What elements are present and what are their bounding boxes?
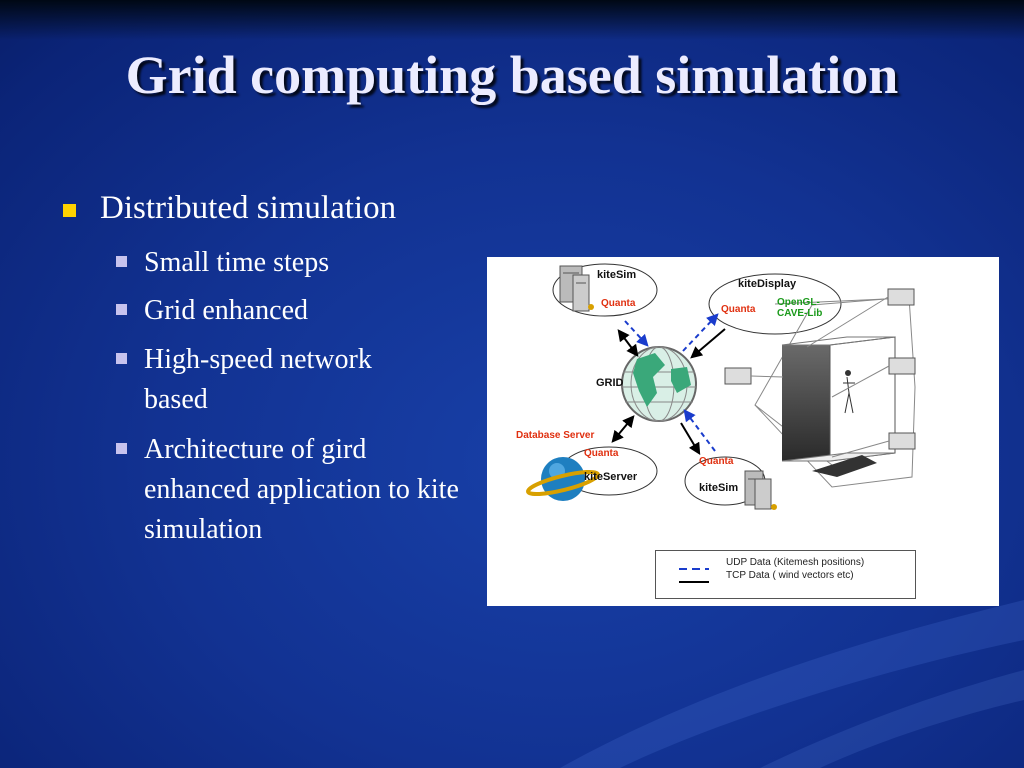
sub-bullet: High-speed network based — [116, 340, 436, 420]
bullet-distributed-simulation: Distributed simulation — [63, 190, 483, 227]
kitesim-top-label: kiteSim — [597, 269, 637, 281]
legend-udp-text: UDP Data (Kitemesh positions) — [726, 557, 865, 568]
database-server-label: Database Server — [516, 430, 595, 441]
square-bullet-icon — [116, 443, 127, 454]
bullet-text: Distributed simulation — [100, 190, 397, 226]
legend-tcp-text: TCP Data ( wind vectors etc) — [726, 570, 854, 581]
kitedisplay-quanta-label: Quanta — [721, 304, 756, 315]
diagram-graphics — [526, 263, 916, 583]
sub-bullet-text: High-speed network based — [144, 344, 372, 415]
globe-icon — [621, 346, 697, 422]
sub-bullet: Small time steps — [116, 243, 476, 283]
sub-bullet-text: Small time steps — [144, 247, 330, 278]
opengl-cave-lib-label: OpenGL-CAVE-Lib — [777, 297, 823, 319]
udp-arrow — [624, 320, 649, 347]
slide-title: Grid computing based simulation — [125, 45, 899, 105]
kitesim-bottom-label: kiteSim — [699, 482, 739, 494]
kiteserver-quanta-label: Quanta — [584, 448, 619, 459]
planet-database-icon — [526, 457, 600, 501]
server-icon — [744, 470, 777, 510]
sub-bullet-text: Architecture of gird enhanced applicatio… — [144, 434, 459, 545]
udp-arrow — [682, 313, 719, 352]
square-bullet-icon — [116, 353, 127, 364]
sub-bullet: Architecture of gird enhanced applicatio… — [116, 430, 476, 550]
server-icon — [559, 265, 594, 312]
sub-bullet: Grid enhanced — [116, 291, 476, 331]
sub-bullet-text: Grid enhanced — [144, 295, 309, 326]
tcp-arrow — [611, 415, 635, 443]
tcp-arrow — [617, 329, 639, 357]
grid-label: GRID — [596, 377, 624, 389]
tcp-arrow — [680, 422, 701, 456]
kitesim-top-quanta-label: Quanta — [601, 298, 636, 309]
cave-display-illustration — [724, 288, 916, 488]
square-bullet-icon — [116, 256, 127, 267]
square-bullet-icon — [63, 204, 76, 217]
tcp-arrow — [690, 328, 726, 359]
architecture-diagram: kiteSim Quanta kiteDisplay Quanta OpenGL… — [487, 257, 999, 606]
kiteserver-label: kiteServer — [584, 471, 638, 483]
kitedisplay-label: kiteDisplay — [738, 278, 797, 290]
diagram-legend: UDP Data (Kitemesh positions) TCP Data (… — [655, 550, 916, 599]
square-bullet-icon — [116, 304, 127, 315]
udp-arrow — [683, 409, 716, 452]
kitesim-bottom-quanta-label: Quanta — [699, 456, 734, 467]
